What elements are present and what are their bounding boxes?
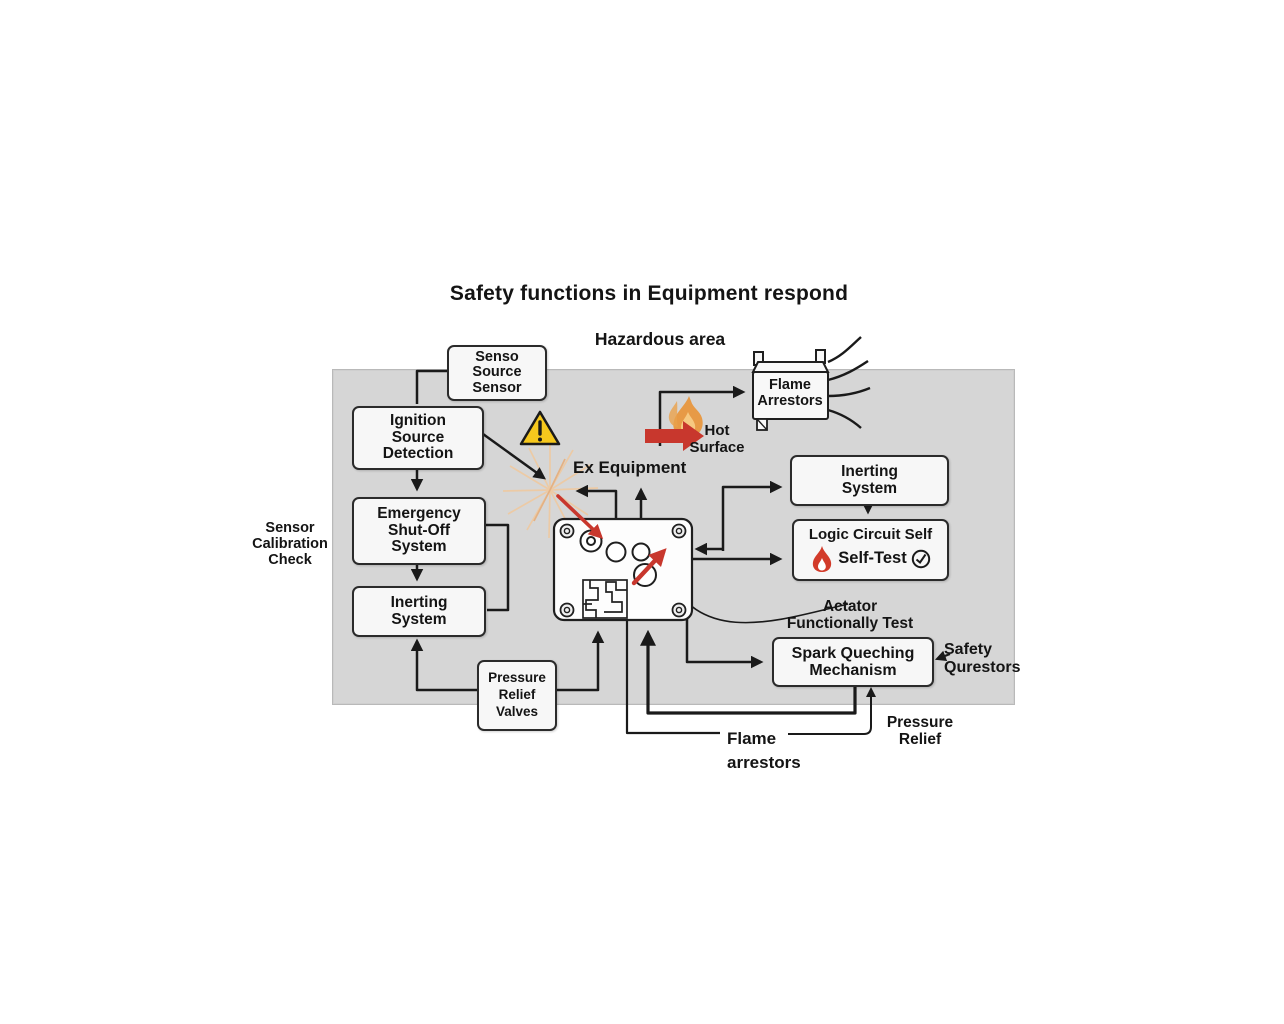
self-test-label: Self-Test: [838, 548, 907, 567]
box-inerting-system-left: Inerting System: [352, 586, 486, 637]
connector-ignition-to-spark: [482, 432, 547, 480]
connector-sensor-to-ignition: [415, 369, 447, 404]
box-senso-source-sensor: Senso Source Sensor: [447, 345, 547, 401]
connector-emergency-inerting-bracket: [483, 523, 510, 612]
connector-spark-quenching-to-equipment: [640, 629, 857, 715]
hazardous-area-label: Hazardous area: [594, 329, 726, 349]
connector-safety-qurestors: [934, 650, 951, 661]
label-sensor-calibration-check: Sensor Calibration Check: [252, 520, 328, 569]
connector-prv-to-inerting-left: [410, 638, 477, 692]
logic-circuit-title: Logic Circuit Self: [808, 526, 933, 544]
ex-equipment-plate: [552, 517, 694, 622]
red-spark-beam: [556, 494, 604, 539]
check-circle-icon: [911, 549, 930, 568]
label-pressure-relief: Pressure Relief: [886, 714, 954, 749]
label-ex-equipment: Ex Equipment: [573, 458, 687, 477]
connector-flame-label-to-spark-quenching: [788, 687, 876, 735]
flame-arrestors-device-label: Flame Arrestors: [757, 377, 823, 410]
box-spark-quenching-mechanism: Spark Queching Mechanism: [772, 637, 934, 687]
box-inerting-system-right: Inerting System: [790, 455, 949, 506]
warning-triangle-icon: [519, 410, 561, 446]
label-actuator-functionality-test: Actator Functionally Test: [786, 598, 914, 633]
circuit-trace-icon: [582, 579, 628, 619]
red-arrow-icon-hot-surface: [645, 421, 704, 451]
label-flame-arrestors: Flame arrestors: [727, 729, 801, 773]
flame-arrestors-device: [751, 336, 871, 431]
connector-equipment-to-spark-quenching: [685, 619, 764, 669]
box-logic-circuit-self-test: Logic Circuit Self Self-Test: [792, 519, 949, 581]
flame-icon: [813, 545, 832, 572]
page-title: Safety functions in Equipment respond: [449, 282, 849, 305]
connector-flame-label-to-equipment: [625, 620, 720, 735]
box-emergency-shutoff-system: Emergency Shut-Off System: [352, 497, 486, 565]
label-hot-surface: Hot Surface: [689, 422, 745, 456]
label-safety-qurestors: Safety Qurestors: [944, 641, 1021, 676]
box-ignition-source-detection: Ignition Source Detection: [352, 406, 484, 470]
connector-equipment-to-inerting-right: [721, 480, 783, 551]
connector-prv-to-equipment: [553, 630, 605, 692]
connector-hot-surface-to-flame-arrestors: [658, 385, 746, 446]
red-arrow-icon-actuator: [631, 548, 667, 586]
box-pressure-relief-valves: Pressure Relief Valves: [477, 660, 557, 731]
